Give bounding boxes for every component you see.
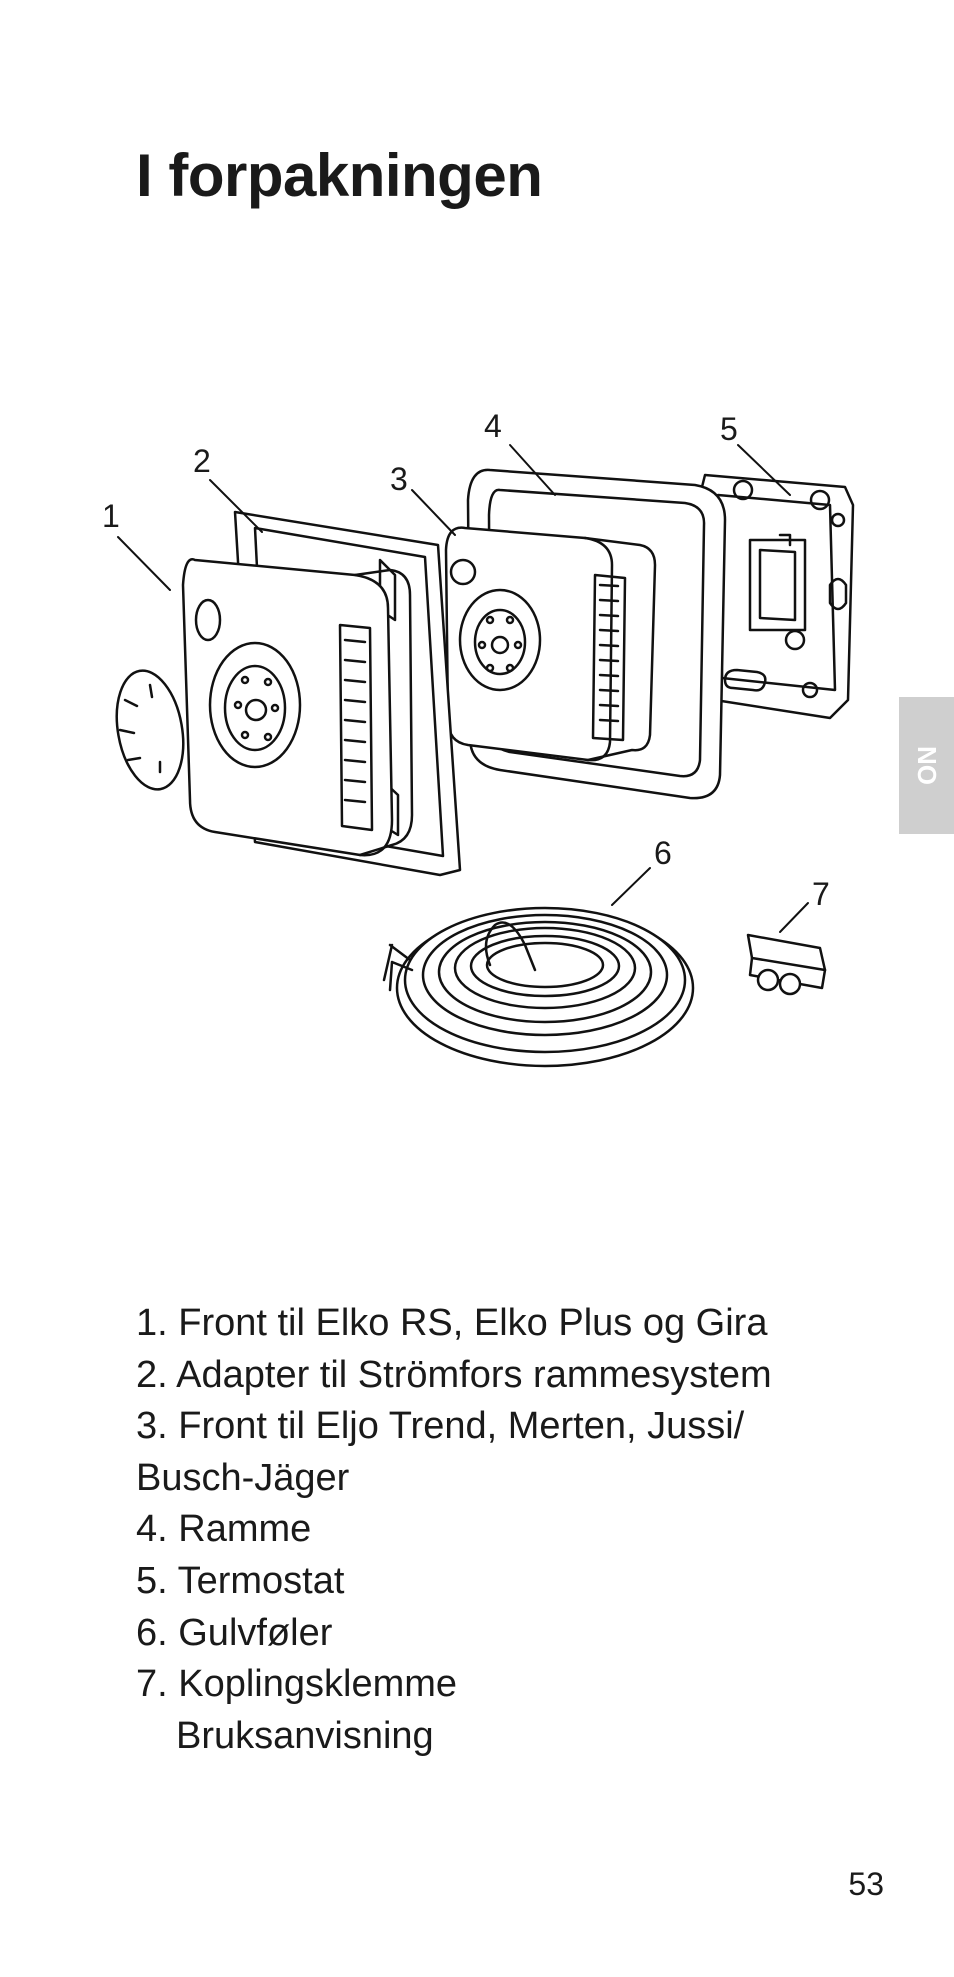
language-tab-label: NO [912, 746, 942, 785]
connection-terminal-part [746, 933, 827, 996]
parts-list: 1. Front til Elko RS, Elko Plus og Gira … [136, 1298, 772, 1762]
callout-5: 5 [720, 411, 738, 447]
callout-3: 3 [390, 461, 408, 497]
list-item: Busch-Jäger [136, 1456, 350, 1499]
callout-7: 7 [812, 876, 830, 912]
floor-sensor-coil [382, 906, 695, 1068]
package-contents-illustration: 1 2 3 4 5 6 7 [102, 408, 855, 1068]
language-tab: NO [899, 697, 954, 834]
list-item: 3. Front til Eljo Trend, Merten, Jussi/ [136, 1405, 745, 1448]
callout-2: 2 [193, 443, 211, 479]
page-number: 53 [848, 1866, 884, 1902]
callout-leaders [117, 444, 809, 933]
knob-part [115, 669, 185, 791]
list-item: 1. Front til Elko RS, Elko Plus og Gira [136, 1302, 768, 1344]
list-item: 5. Termostat [136, 1559, 345, 1602]
list-item: 4. Ramme [136, 1508, 312, 1551]
callout-4: 4 [484, 408, 502, 444]
thermostat-insert-part [698, 473, 855, 720]
list-item: Bruksanvisning [176, 1714, 434, 1757]
list-item: 6. Gulvføler [136, 1611, 333, 1654]
list-item: 2. Adapter til Strömfors rammesystem [136, 1353, 772, 1396]
callout-1: 1 [102, 498, 120, 534]
front-eljo-part [444, 526, 657, 762]
list-item: 7. Koplingsklemme [136, 1663, 458, 1706]
page-title: I forpakningen [136, 142, 543, 209]
front-elko-part [181, 558, 414, 857]
callout-6: 6 [654, 835, 672, 871]
